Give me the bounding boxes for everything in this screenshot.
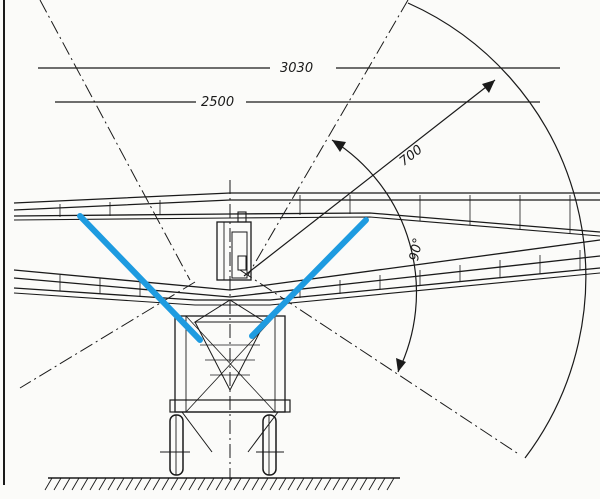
ground-hatch-line	[359, 477, 368, 491]
ground-hatch-line	[116, 477, 125, 491]
ground-hatch-line	[152, 477, 161, 491]
dimension-label-2500: 2500	[201, 95, 234, 110]
ground-hatch-line	[332, 477, 341, 491]
ground-hatch-line	[251, 477, 260, 491]
dimension-3030: 3030	[38, 61, 560, 76]
ground-hatch-line	[98, 477, 107, 491]
ground-hatch-line	[224, 477, 233, 491]
ground-hatch-line	[89, 477, 98, 491]
ground-hatch-line	[305, 477, 314, 491]
wheels	[160, 414, 284, 476]
highlight-struts	[77, 213, 369, 343]
ground-hatch-line	[314, 477, 323, 491]
ground-hatch-line	[125, 477, 134, 491]
radius-700-dimension: 700	[243, 79, 496, 277]
ground-hatch-line	[386, 477, 395, 491]
ground-hatch-line	[296, 477, 305, 491]
ground-hatch-line	[80, 477, 89, 491]
undercarriage	[169, 299, 291, 453]
ground-hatch-line	[53, 477, 62, 491]
upper-wing	[13, 192, 600, 237]
ground-hatch-line	[278, 477, 287, 491]
dimension-label-3030: 3030	[280, 61, 313, 76]
ground-hatch-line	[260, 477, 269, 491]
angle-90-dimension: 90°	[331, 139, 426, 373]
lower-wing	[13, 239, 600, 306]
ground-hatch-line	[233, 477, 242, 491]
ground-hatch-line	[197, 477, 206, 491]
left-strut-highlight	[77, 213, 203, 343]
ground-hatch-line	[161, 477, 170, 491]
ground-hatch-line	[323, 477, 332, 491]
outer-arc	[407, 2, 587, 459]
fuselage	[216, 211, 252, 281]
ground-hatch-line	[242, 477, 251, 491]
construction-lines	[19, 0, 521, 480]
ground-hatch-line	[71, 477, 80, 491]
dimension-label-90: 90°	[407, 237, 426, 263]
ground-hatch-line	[143, 477, 152, 491]
ground	[44, 477, 400, 491]
ground-hatch-line	[206, 477, 215, 491]
ground-hatch-line	[107, 477, 116, 491]
ground-hatch-line	[269, 477, 278, 491]
dimension-2500: 2500	[55, 95, 540, 110]
ground-hatch-line	[215, 477, 224, 491]
ground-hatch-line	[188, 477, 197, 491]
dimension-label-700: 700	[397, 142, 426, 169]
ground-hatch-line	[62, 477, 71, 491]
ground-hatch-line	[368, 477, 377, 491]
ground-hatch-line	[44, 477, 53, 491]
ground-hatch-line	[170, 477, 179, 491]
ground-hatch-line	[134, 477, 143, 491]
ground-hatch-line	[179, 477, 188, 491]
ground-hatch-line	[287, 477, 296, 491]
ground-hatch-line	[350, 477, 359, 491]
ground-hatch-line	[377, 477, 386, 491]
right-strut-highlight	[249, 217, 369, 339]
ground-hatch-line	[341, 477, 350, 491]
